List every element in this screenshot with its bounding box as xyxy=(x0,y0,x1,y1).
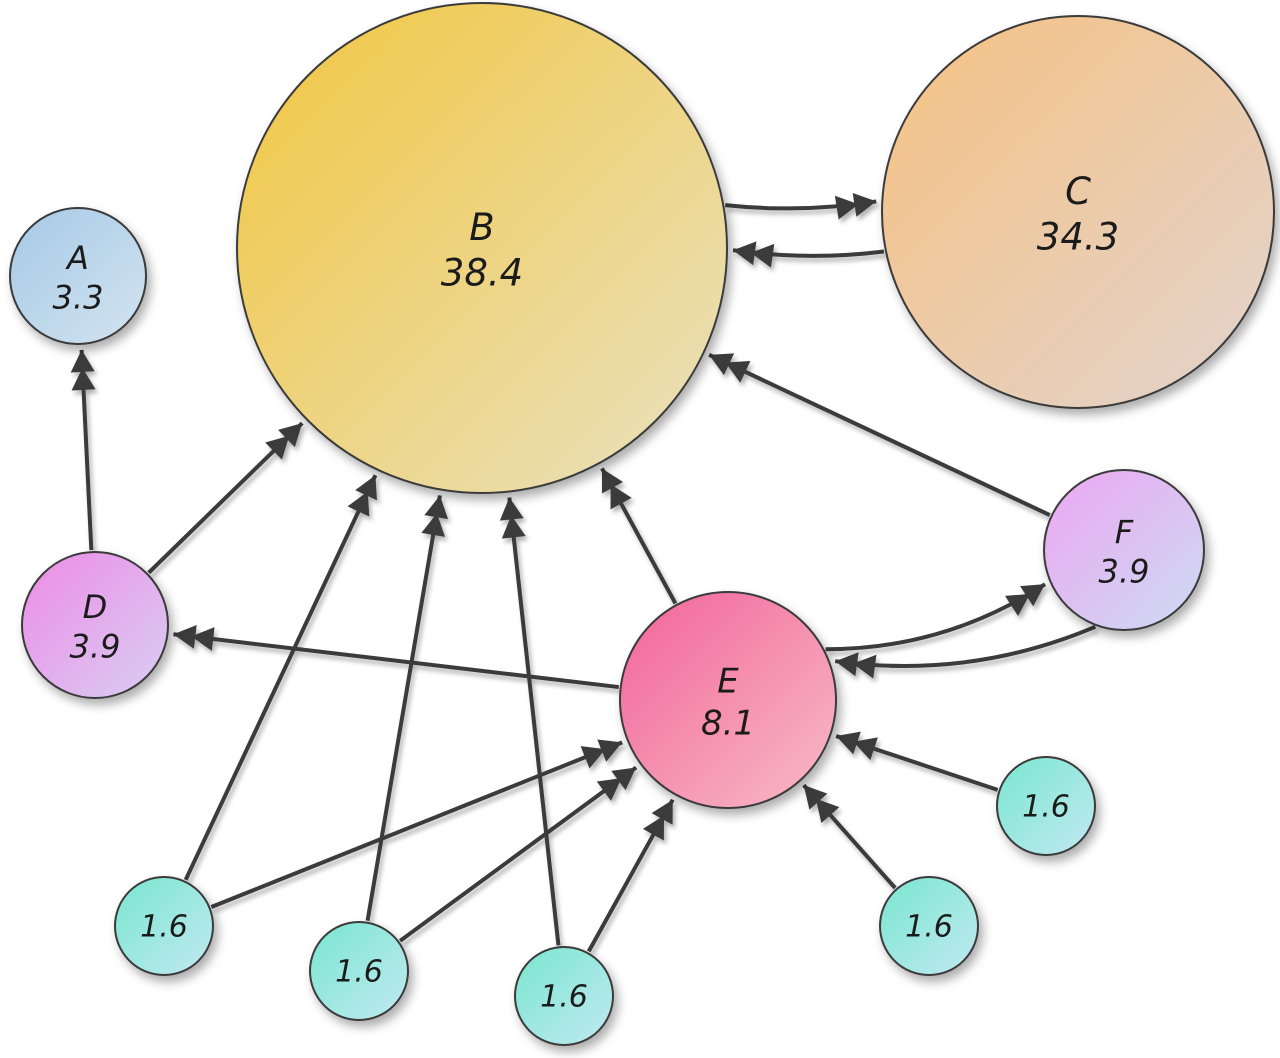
edge-F-B xyxy=(708,353,1051,517)
edge-C-B xyxy=(732,241,885,268)
node-s2 xyxy=(309,921,409,1021)
edge-D-A xyxy=(70,349,96,551)
node-D-value: 3.9 xyxy=(70,628,121,666)
edge-F-E xyxy=(834,624,1097,679)
node-s2-value: 1.6 xyxy=(335,955,383,990)
node-F-value: 3.9 xyxy=(1099,553,1150,591)
edge-s3-B xyxy=(499,497,561,946)
edge-s2-B xyxy=(365,495,449,922)
node-s4 xyxy=(879,876,979,976)
node-C xyxy=(881,15,1275,409)
node-F-letter: F xyxy=(1115,513,1134,551)
edge-s3-E xyxy=(586,798,675,953)
edge-E-F xyxy=(825,582,1047,652)
edge-s4-E xyxy=(802,783,897,890)
node-E-circle xyxy=(619,591,837,809)
edge-s1-B xyxy=(183,474,378,881)
node-s5-value: 1.6 xyxy=(1022,790,1070,825)
nodes-layer xyxy=(9,2,1275,1046)
node-D-letter: D xyxy=(83,588,108,626)
node-s3-value: 1.6 xyxy=(540,980,588,1015)
node-A-value: 3.3 xyxy=(53,279,104,317)
node-A xyxy=(9,207,147,345)
node-C-circle xyxy=(881,15,1275,409)
edges-layer xyxy=(70,192,1097,953)
node-A-circle xyxy=(9,207,147,345)
node-E xyxy=(619,591,837,809)
node-s1 xyxy=(114,876,214,976)
labels-layer: A3.3B38.4C34.3D3.9E8.1F3.91.61.61.61.61.… xyxy=(53,170,1150,1015)
edge-s1-E xyxy=(210,739,623,909)
node-C-value: 34.3 xyxy=(1037,216,1119,259)
node-F-circle xyxy=(1043,469,1205,631)
node-s2-circle xyxy=(309,921,409,1021)
edge-D-B xyxy=(147,421,304,575)
edge-B-C xyxy=(725,192,877,220)
edge-s5-E xyxy=(835,731,999,792)
node-B xyxy=(236,2,728,494)
node-s3-circle xyxy=(514,946,614,1046)
node-s3 xyxy=(514,946,614,1046)
node-E-value: 8.1 xyxy=(701,704,755,744)
node-A-letter: A xyxy=(65,239,89,277)
node-D-circle xyxy=(21,551,169,699)
node-s1-circle xyxy=(114,876,214,976)
node-s1-value: 1.6 xyxy=(140,910,188,945)
node-C-letter: C xyxy=(1065,170,1091,213)
node-B-letter: B xyxy=(469,206,494,249)
node-B-value: 38.4 xyxy=(441,252,523,295)
node-s5 xyxy=(996,756,1096,856)
edge-s2-E xyxy=(398,765,638,943)
node-F xyxy=(1043,469,1205,631)
node-s4-value: 1.6 xyxy=(905,910,953,945)
node-s4-circle xyxy=(879,876,979,976)
node-D xyxy=(21,551,169,699)
node-E-letter: E xyxy=(717,662,739,702)
edge-E-B xyxy=(600,467,678,605)
edge-E-D xyxy=(173,624,619,690)
node-s5-circle xyxy=(996,756,1096,856)
node-B-circle xyxy=(236,2,728,494)
